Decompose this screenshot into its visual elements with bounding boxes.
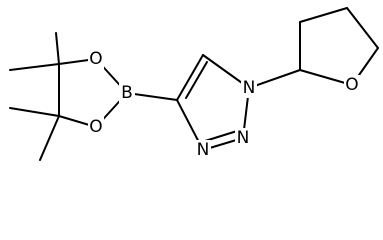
atom-nitrogen-1: N [241,78,257,98]
atom-oxygen-thf: O [344,75,360,95]
atom-boron: B [119,83,135,103]
atom-label-nitrogen-1: N [243,78,256,98]
bonds [9,7,379,161]
atom-label-boron: B [121,83,133,103]
atom-label-oxygen-upper: O [89,49,102,69]
bond-c4-c5 [176,54,204,101]
bond-methyl-top-up [55,32,60,65]
atom-oxygen-lower: O [88,117,104,137]
bond-n2-n3-double [204,130,238,142]
atom-nitrogen-3: N [195,140,211,160]
atom-label-oxygen-lower: O [89,117,102,137]
atom-label-oxygen-thf: O [345,75,358,95]
bond-c4-c5-double [185,61,208,99]
chemical-structure-diagram: B O O N N N O [9,7,379,161]
atom-label-nitrogen-2: N [237,128,250,148]
atom-nitrogen-2: N [235,128,251,148]
bond-b-c4 [126,92,178,101]
atom-oxygen-upper: O [88,49,104,69]
bond-thf-c4-c3 [299,7,348,23]
bond-thf-c2-o [299,69,353,86]
bond-n1-c2-thf [248,69,301,89]
bond-methyl-bottom-down [39,115,60,161]
bond-methyl-bottom-left [9,107,60,117]
bond-methyl-top-left [9,63,60,71]
bond-thf-c5-c4 [346,7,379,49]
atom-labels: B O O N N N O [88,49,360,160]
atom-label-nitrogen-3: N [197,140,210,160]
